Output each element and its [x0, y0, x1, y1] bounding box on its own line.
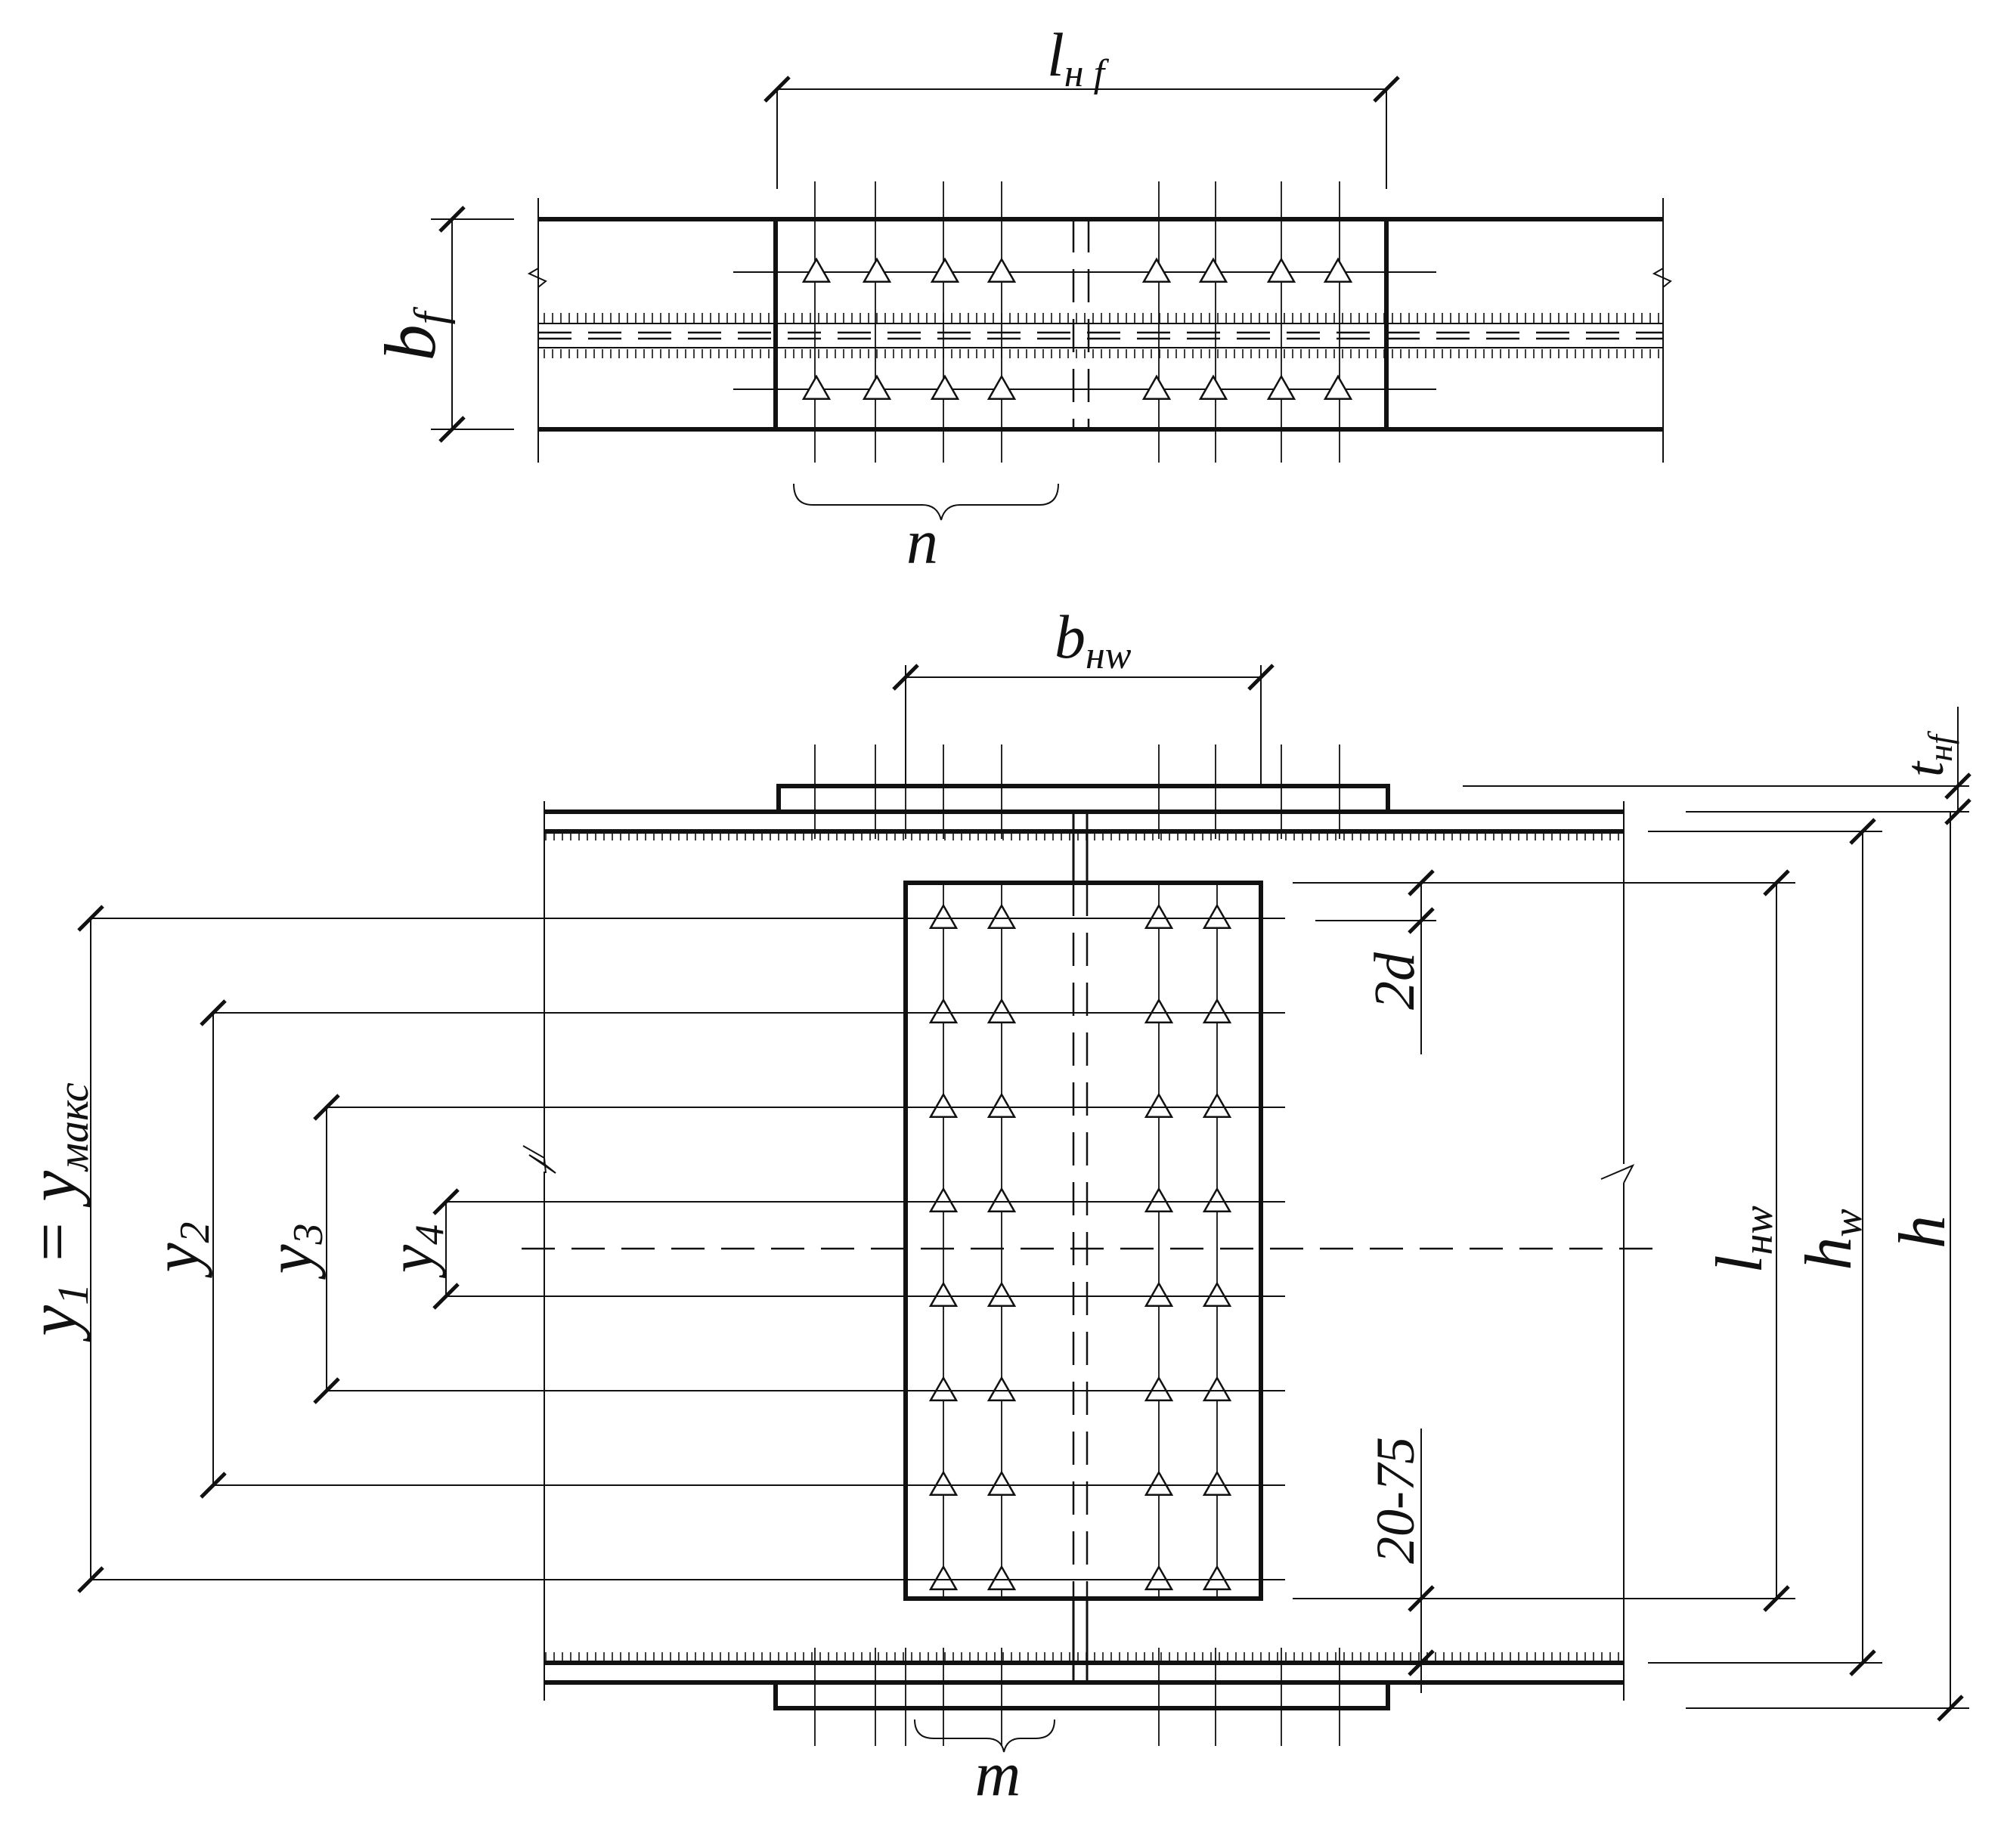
bolt-symbol: [1144, 1281, 1174, 1307]
bolt-symbol: [987, 998, 1017, 1023]
bolt-symbol: [1323, 257, 1353, 283]
bolt-symbol: [928, 1470, 959, 1496]
dim-y1: y1 = yмакс: [14, 905, 1285, 1593]
dim-hw: hw: [1648, 818, 1882, 1676]
bolt-symbol: [928, 1187, 959, 1212]
bolt-symbol: [1144, 1470, 1174, 1496]
bolt-symbol: [987, 1565, 1017, 1590]
bolt-symbol: [801, 374, 832, 400]
bolt-symbol: [928, 998, 959, 1023]
bolt-symbol: [1141, 374, 1172, 400]
bolt-symbol: [928, 1376, 959, 1401]
bolt-symbol: [930, 374, 960, 400]
dim-lhw: lнw: [1293, 869, 1795, 1612]
bolt-symbol: [928, 1092, 959, 1118]
bolt-symbol: [987, 1092, 1017, 1118]
bolt-symbol: [1202, 1565, 1232, 1590]
top-flange-plate: [776, 784, 1390, 814]
dim-bhw: bнw: [892, 602, 1275, 786]
break-mark-left: [527, 268, 547, 288]
dim-y2: y2: [140, 999, 1285, 1499]
web-splice-plate: [903, 881, 1263, 1601]
bolt-symbol: [1198, 257, 1228, 283]
bolt-symbol: [928, 1565, 959, 1590]
elevation-view: bнw tнf h h: [14, 602, 1971, 1809]
brace-n: [793, 483, 1059, 521]
label-lhw: lнw: [1703, 1206, 1782, 1274]
break-mark-right: [1652, 268, 1672, 288]
bolt-symbol: [987, 374, 1017, 400]
label-y3: y3: [253, 1223, 332, 1280]
bolt-symbol: [1144, 1187, 1174, 1212]
label-y1: y1 = yмакс: [14, 1082, 98, 1342]
bolt-symbol: [987, 1281, 1017, 1307]
bolt-symbol: [1266, 374, 1296, 400]
dim-bf: bf: [370, 206, 514, 443]
bolt-symbol: [1323, 374, 1353, 400]
label-bf: bf: [370, 306, 455, 361]
label-n: n: [906, 507, 938, 577]
bolt-symbol: [1266, 257, 1296, 283]
dim-2d: 2d: [1315, 869, 1436, 1054]
dim-y3: y3: [253, 1094, 1285, 1404]
bolt-symbol: [1202, 1281, 1232, 1307]
bolt-symbol: [862, 257, 892, 283]
label-20-75: 20-75: [1365, 1437, 1426, 1564]
bolt-symbol: [987, 903, 1017, 929]
bolt-symbol: [1141, 257, 1172, 283]
bolt-symbol: [1202, 998, 1232, 1023]
bolt-symbol: [930, 257, 960, 283]
dim-thf: tнf: [1463, 707, 1971, 825]
dim-y4: y4: [376, 1188, 1285, 1310]
bolt-symbol: [1144, 998, 1174, 1023]
label-y4: y4: [376, 1224, 452, 1279]
bolt-symbol: [987, 1470, 1017, 1496]
bolt-symbol: [987, 1187, 1017, 1212]
bolt-symbol: [1202, 1092, 1232, 1118]
bolt-symbol: [1198, 374, 1228, 400]
bolt-symbol: [1202, 1376, 1232, 1401]
label-m: m: [975, 1739, 1021, 1809]
dim-20-75: 20-75: [1365, 1429, 1435, 1693]
bolt-symbol: [928, 903, 959, 929]
bolt-symbol: [1144, 1376, 1174, 1401]
label-thf: tнf: [1894, 730, 1959, 777]
label-h: h: [1886, 1215, 1959, 1249]
bolt-symbol: [1144, 903, 1174, 929]
label-2d: 2d: [1363, 952, 1426, 1010]
label-bhw: bнw: [1055, 602, 1132, 677]
label-hw: hw: [1792, 1209, 1871, 1270]
web-projection: [538, 313, 1663, 358]
bolt-symbol: [987, 257, 1017, 283]
label-y2: y2: [140, 1221, 218, 1278]
flange-plan-view: lн f bf n: [370, 20, 1672, 577]
bolt-symbol: [1144, 1092, 1174, 1118]
bolt-symbol: [987, 1376, 1017, 1401]
bolt-symbol: [1144, 1565, 1174, 1590]
bolt-symbol: [801, 257, 832, 283]
bottom-flange-plate: [773, 1680, 1390, 1710]
bolt-symbol: [862, 374, 892, 400]
bolt-symbol: [1202, 903, 1232, 929]
dim-h: h: [1686, 812, 1969, 1722]
label-lhf: lн f: [1047, 20, 1110, 95]
dim-lhf: lн f: [764, 20, 1400, 189]
bolt-symbol: [1202, 1470, 1232, 1496]
bolt-symbol: [928, 1281, 959, 1307]
bolt-symbol: [1202, 1187, 1232, 1212]
brace-m: [914, 1719, 1055, 1753]
